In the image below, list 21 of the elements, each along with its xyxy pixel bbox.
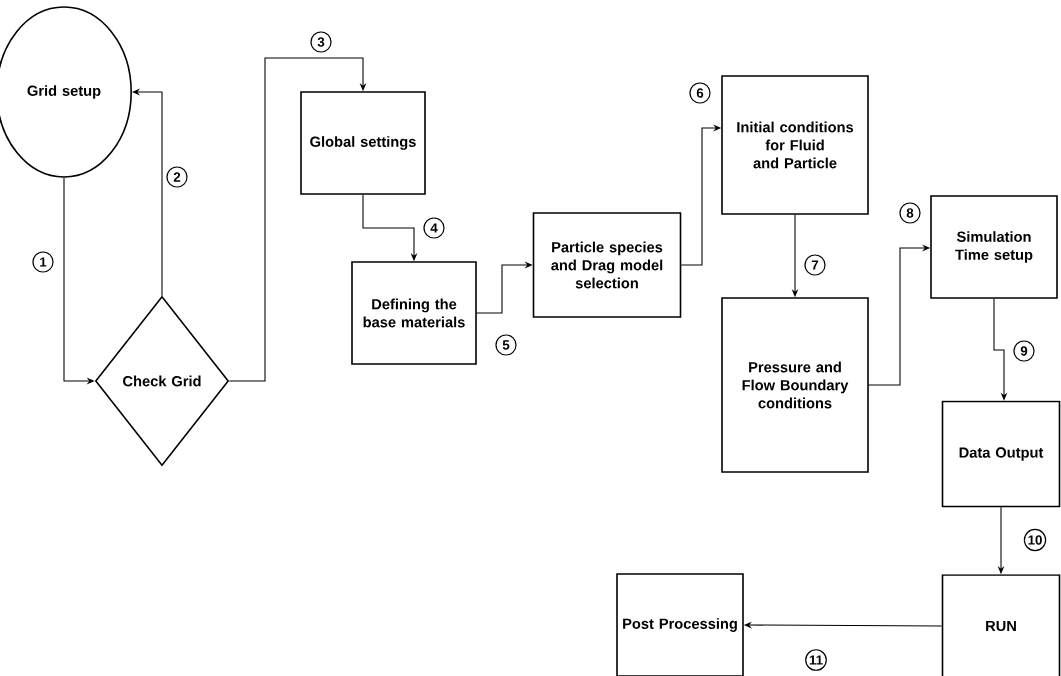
process-box: Post Processing bbox=[616, 573, 744, 676]
step-number: 7 bbox=[804, 254, 826, 276]
process-box: Initial conditions for Fluid and Particle bbox=[721, 75, 869, 215]
step-number: 5 bbox=[495, 334, 517, 356]
process-box: Global settings bbox=[300, 91, 426, 195]
process-box: RUN bbox=[941, 574, 1061, 676]
step-number: 8 bbox=[899, 202, 921, 224]
step-number: 1 bbox=[32, 251, 54, 273]
step-number: 2 bbox=[166, 166, 188, 188]
step-number: 9 bbox=[1013, 340, 1035, 362]
step-number: 10 bbox=[1023, 528, 1047, 552]
step-number: 6 bbox=[689, 82, 711, 104]
process-box: Defining the base materials bbox=[351, 261, 477, 365]
process-box: Simulation Time setup bbox=[930, 195, 1058, 299]
step-number: 11 bbox=[805, 649, 827, 671]
step-number: 3 bbox=[310, 31, 332, 53]
process-box: Data Output bbox=[941, 400, 1061, 508]
step-number: 4 bbox=[423, 217, 445, 239]
process-box: Pressure and Flow Boundary conditions bbox=[721, 297, 869, 473]
arrow bbox=[228, 57, 367, 382]
process-box: Particle species and Drag model selection bbox=[532, 212, 682, 318]
